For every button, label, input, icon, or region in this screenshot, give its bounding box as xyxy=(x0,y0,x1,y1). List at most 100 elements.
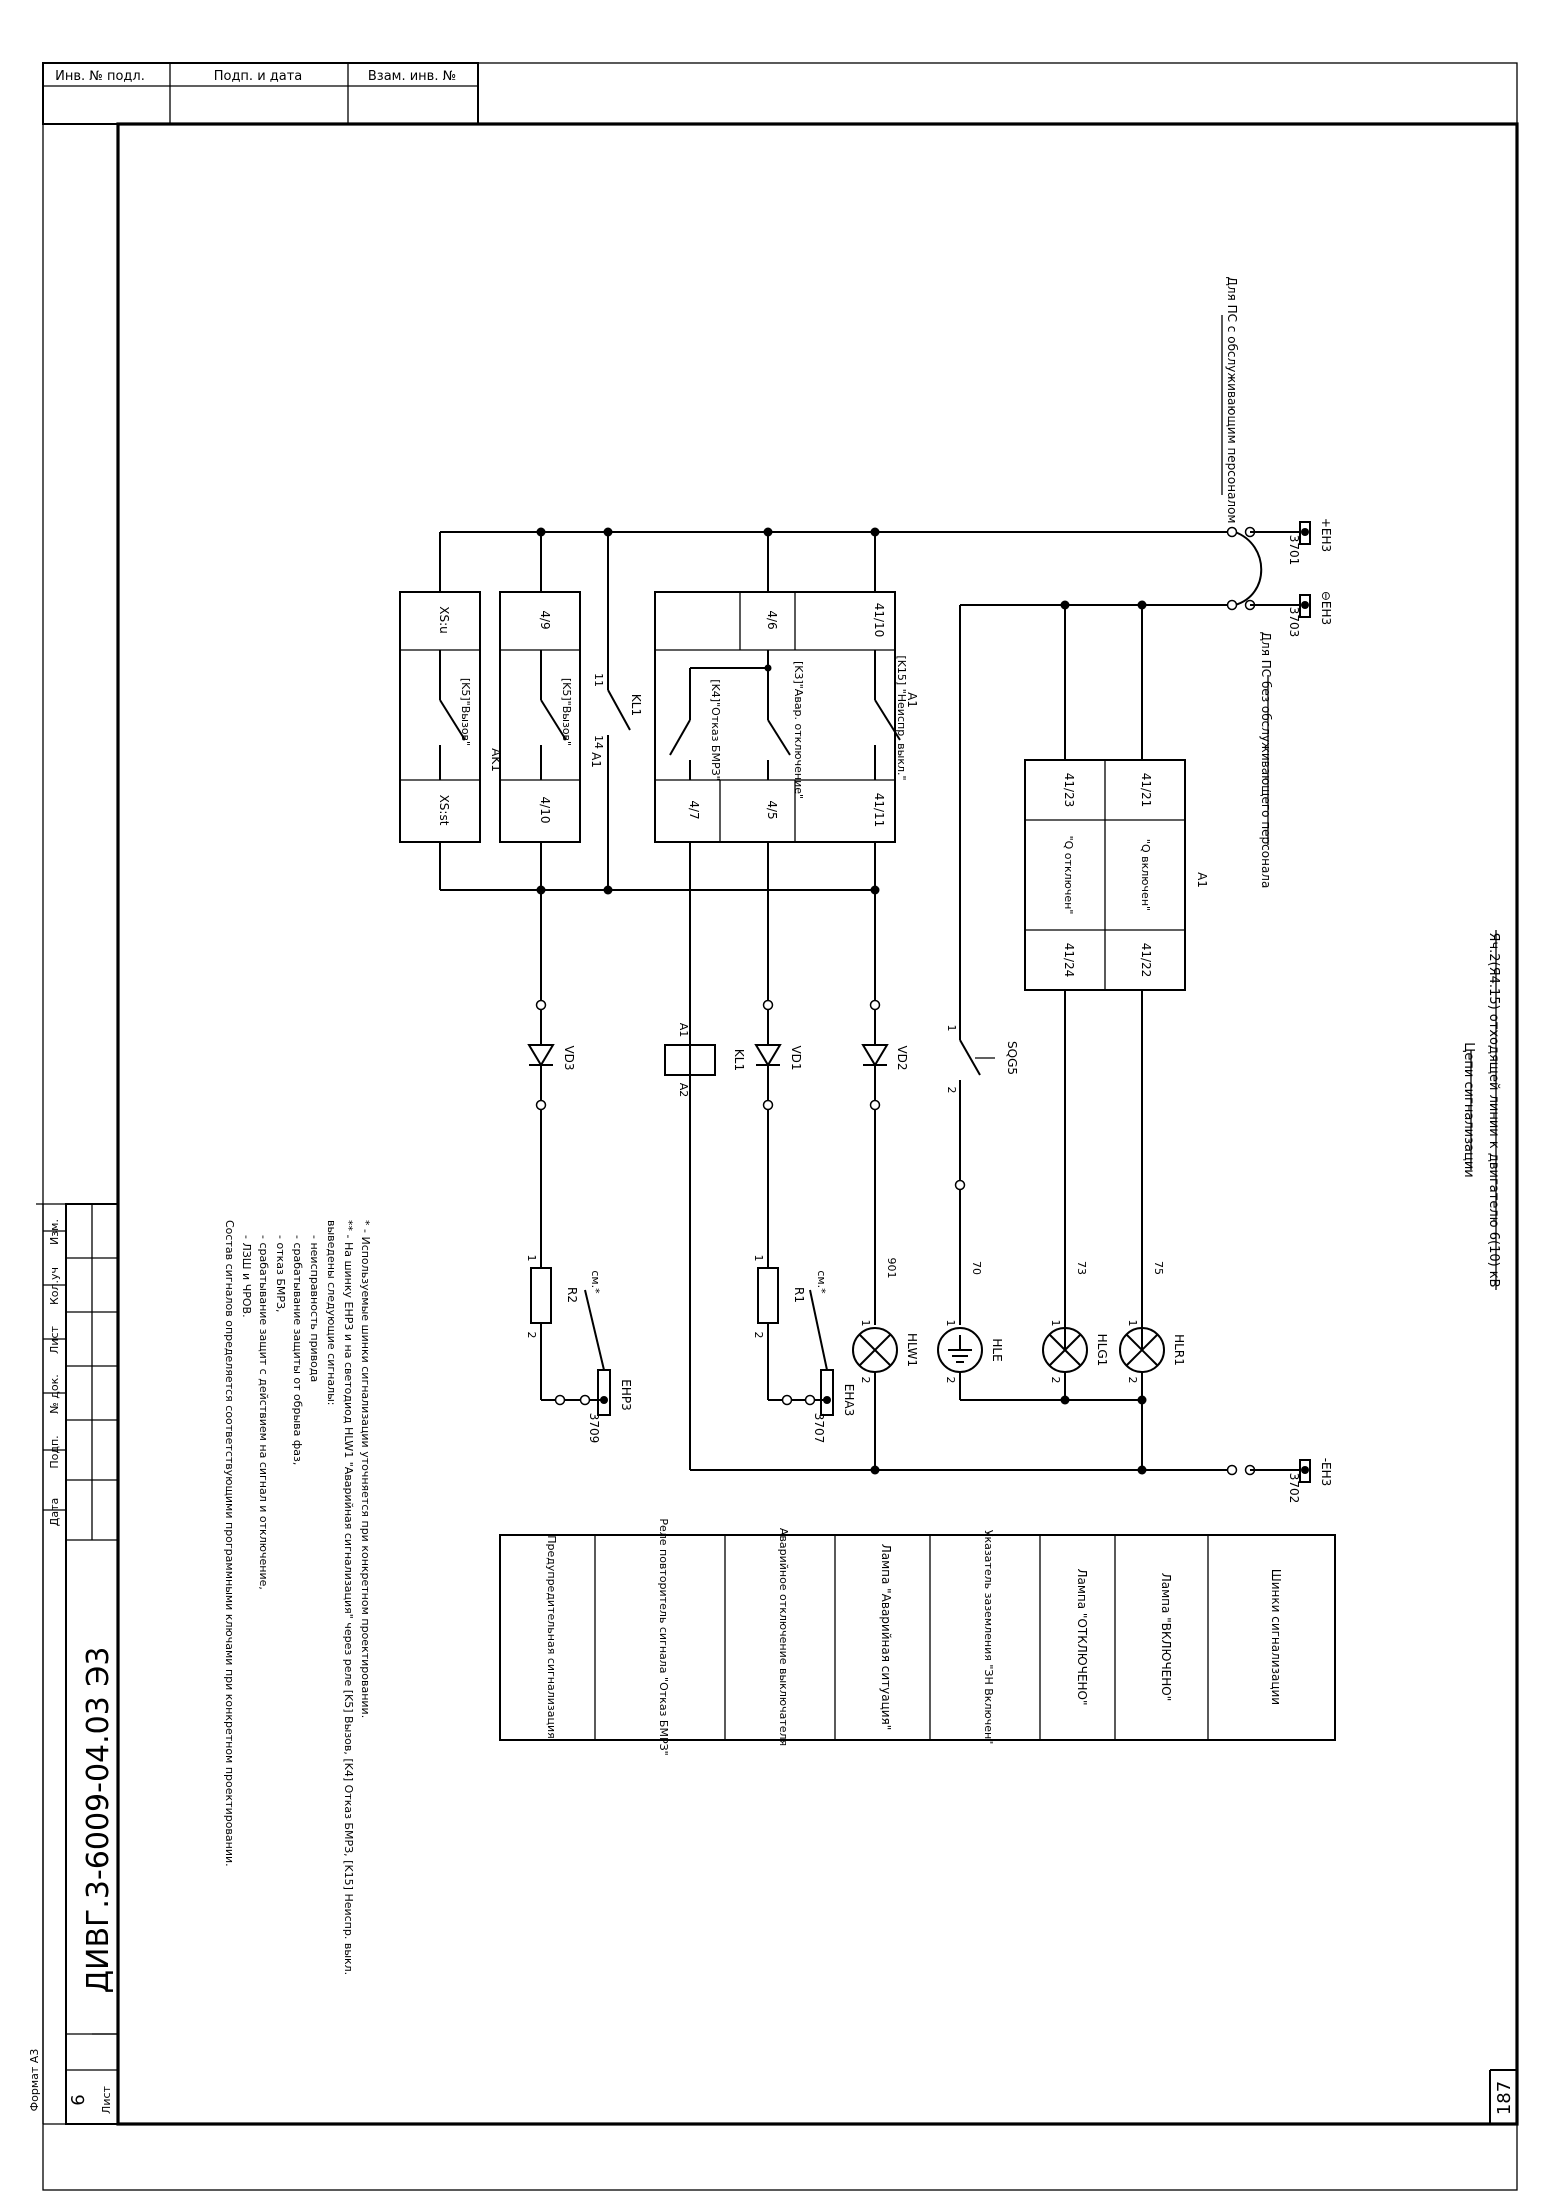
sqg5-label: SQG5 xyxy=(1005,1041,1019,1075)
a1-r2-out: 4/5 xyxy=(765,800,779,819)
hlg1-wire: 73 xyxy=(1075,1261,1088,1275)
document-number: ДИВГ.3-6009-04.03 Э3 xyxy=(81,1647,116,1994)
vd3-label: VD3 xyxy=(562,1045,576,1070)
legend-cell-buses: Шинки сигнализации xyxy=(1269,1569,1283,1705)
note-line-2: ** - На шинку EHP3 и на светодиод HLW1 "… xyxy=(342,1220,355,1975)
hlg1-pin2: 2 xyxy=(1049,1377,1062,1384)
note-line-7: - срабатывание защит с действием на сигн… xyxy=(257,1235,270,1590)
vd2-label: VD2 xyxy=(895,1045,909,1070)
ehp3-label: EHP3 xyxy=(619,1379,633,1410)
kl1-contact: 11 14 KL1 xyxy=(592,532,643,890)
hle-pin2: 2 xyxy=(944,1377,957,1384)
hlr1-pin1: 1 xyxy=(1126,1320,1139,1327)
page-number: 187 xyxy=(1494,2081,1515,2115)
drawing-frame: Инв. № подл. Подп. и дата Взам. инв. № И… xyxy=(28,62,1519,2191)
legend-cell-earthing: Указатель заземления "ЗН Включен" xyxy=(982,1530,995,1745)
r1-see-note: см.* xyxy=(815,1270,828,1294)
a1-r3-text: [K4]"Отказ БМРЗ" xyxy=(709,679,722,780)
note-staffed: Для ПС с обслуживающим персоналом xyxy=(1225,277,1239,524)
rev-header-sign: Подп. xyxy=(48,1435,61,1468)
bus-terminal-eh3-minus: -EH3 3702 xyxy=(1287,1458,1333,1504)
a1-on-in: 41/21 xyxy=(1139,773,1153,808)
eh3-circle-label: ⊖EH3 xyxy=(1319,591,1333,625)
r2-pin1: 1 xyxy=(525,1255,538,1262)
top-header-replace: Взам. инв. № xyxy=(368,69,456,84)
kl1-coil-a2: A2 xyxy=(677,1083,690,1098)
legend-cell-warning: Предупредительная сигнализация xyxy=(545,1535,558,1739)
a1-call-label: A1 xyxy=(589,752,603,768)
a1-call-term-out: 4/10 xyxy=(538,797,552,824)
note-unstaffed: Для ПС без обслуживающего персонала xyxy=(1259,632,1273,889)
ehp3-number: 3709 xyxy=(587,1413,601,1444)
a1-r1-text: [K15] "Неиспр. выкл." xyxy=(895,655,908,780)
hlg1-label: HLG1 xyxy=(1095,1334,1109,1367)
hlw1-pin2: 2 xyxy=(859,1377,872,1384)
hlw1-pin1: 1 xyxy=(859,1320,872,1327)
a1-r2-in: 4/6 xyxy=(765,610,779,629)
branch-on-lamp: 75 1 2 HLR1 xyxy=(1119,1261,1186,1470)
sqg5-pin2: 2 xyxy=(945,1087,958,1094)
format-label: Формат А3 xyxy=(28,2049,41,2112)
hle-wire: 70 xyxy=(970,1261,983,1275)
branch-earthing-indicator: 1 2 SQG5 70 1 2 HLE xyxy=(937,605,1142,1401)
eh3-plus-number: 3701 xyxy=(1287,535,1301,566)
note-line-5: - срабатывание защиты от обрыва фаз, xyxy=(291,1235,304,1465)
eh3-minus-label: -EH3 xyxy=(1319,1458,1333,1487)
rev-header-date: Дата xyxy=(48,1498,61,1526)
vd1-label: VD1 xyxy=(789,1045,803,1070)
title-main: Яч.2(Я4.15) отходящей линии к двигателю … xyxy=(1486,932,1501,1287)
kl1-coil-a1: A1 xyxy=(677,1023,690,1038)
note-line-8: - ЛЗШ и ЧРОВ. xyxy=(240,1235,253,1318)
legend-cell-on-lamp: Лампа "ВКЛЮЧЕНО" xyxy=(1159,1573,1173,1702)
branch-emergency-trip: VD1 1 2 R1 см.* EHA3 3707 xyxy=(752,999,856,1444)
bus-terminal-eh3-circle: ⊖EH3 3703 xyxy=(1287,591,1333,637)
ak1-term-in: XS:u xyxy=(437,606,451,634)
note-line-1: * - Используемые шинки сигнализации уточ… xyxy=(359,1220,372,1718)
rev-header-list: Лист xyxy=(48,1325,61,1353)
legend-cell-alarm-lamp: Лампа "Аварийная ситуация" xyxy=(879,1544,893,1731)
hlr1-wire: 75 xyxy=(1152,1261,1165,1275)
eh3-circle-number: 3703 xyxy=(1287,607,1301,638)
kl1-pin2: 14 xyxy=(592,735,605,749)
note-line-4: - неисправность привода xyxy=(308,1235,321,1382)
hlr1-pin2: 2 xyxy=(1126,1377,1139,1384)
r1-label: R1 xyxy=(792,1287,806,1303)
note-line-9: Состав сигналов определяется соответству… xyxy=(223,1220,236,1867)
a1-relays-label: A1 xyxy=(905,692,919,708)
rev-header-izm: Изм. xyxy=(48,1219,61,1245)
hlw1-label: HLW1 xyxy=(905,1333,919,1367)
schematic-title: Яч.2(Я4.15) отходящей линии к двигателю … xyxy=(1461,930,1501,1290)
notes-block: * - Используемые шинки сигнализации уточ… xyxy=(223,1220,372,1975)
sqg5-pin1: 1 xyxy=(945,1025,958,1032)
kl1-coil: A1 A2 KL1 xyxy=(664,1023,746,1098)
hlw1-wire: 901 xyxy=(885,1258,898,1279)
relay-block-a1-status: 41/21 41/22 "Q включен" 41/23 41/24 "Q о… xyxy=(1024,605,1209,1350)
a1-off-out: 41/24 xyxy=(1062,943,1076,978)
bus-wiring xyxy=(440,526,1300,1476)
legend-table: Шинки сигнализации Лампа "ВКЛЮЧЕНО" Ламп… xyxy=(499,1518,1336,1756)
note-line-6: - отказ БМРЗ, xyxy=(274,1235,287,1313)
hle-label: HLE xyxy=(990,1338,1004,1361)
kl1-contact-label: KL1 xyxy=(629,694,643,716)
bus-terminal-eh3-plus: +EH3 3701 xyxy=(1287,518,1333,565)
a1-r3-out: 4/7 xyxy=(687,800,701,819)
relay-block-a1-relays: 41/10 41/11 [K15] "Неиспр. выкл." 4/6 4/… xyxy=(654,532,919,1470)
a1-call-term-in: 4/9 xyxy=(538,610,552,629)
note-line-3: выведены следующие сигналы: xyxy=(325,1220,338,1406)
hlg1-pin1: 1 xyxy=(1049,1320,1062,1327)
eh3-minus-number: 3702 xyxy=(1287,1473,1301,1504)
kl1-pin1: 11 xyxy=(592,673,605,687)
a1-call-contact-label: [K5]"Вызов" xyxy=(560,678,573,746)
a1-r1-out: 41/11 xyxy=(872,793,886,828)
legend-cell-bmrz-relay: Реле повторитель сигнала "Отказ БМРЗ" xyxy=(657,1518,670,1755)
revision-table: Изм. Кол.уч Лист № док. Подп. Дата xyxy=(42,1204,118,1541)
top-header-sign: Подп. и дата xyxy=(214,69,303,84)
kl1-coil-label: KL1 xyxy=(732,1049,746,1071)
a1-status-label: A1 xyxy=(1195,872,1209,888)
eha3-number: 3707 xyxy=(812,1413,826,1444)
hlr1-label: HLR1 xyxy=(1172,1334,1186,1366)
branch-off-lamp: 73 1 2 HLG1 xyxy=(1042,1261,1109,1400)
branch-warning: VD3 1 2 R2 см.* EHP3 3709 xyxy=(525,890,633,1443)
